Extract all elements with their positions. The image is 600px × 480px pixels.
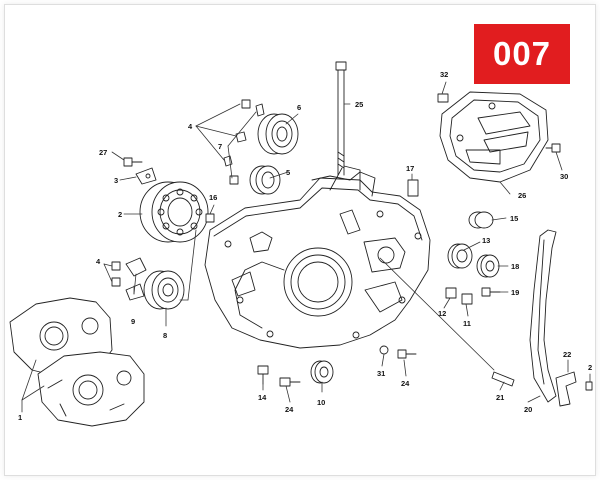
callout-6: 6 <box>297 103 301 112</box>
cover-26 <box>439 91 549 183</box>
callout-5: 5 <box>286 168 290 177</box>
callout-17: 17 <box>406 164 414 173</box>
leader-lines <box>21 81 591 413</box>
callout-12: 12 <box>438 309 446 318</box>
bearing-8 <box>143 270 185 310</box>
stud-25 <box>335 61 347 176</box>
callout-1: 1 <box>18 413 22 422</box>
bearing-6 <box>257 113 299 155</box>
callout-4-left: 4 <box>96 257 101 266</box>
seals <box>447 243 500 278</box>
callout-11: 11 <box>463 319 471 328</box>
bracket-22 <box>555 371 577 407</box>
bearing-5 <box>249 165 281 195</box>
page-border <box>4 4 596 476</box>
crankcase-half <box>204 165 431 349</box>
callout-14: 14 <box>258 393 267 402</box>
callout-7: 7 <box>218 142 222 151</box>
callout-3: 3 <box>114 176 118 185</box>
bearing-2 <box>139 181 209 243</box>
callout-24-right: 24 <box>401 379 410 388</box>
callout-20: 20 <box>524 405 532 414</box>
callout-8: 8 <box>163 331 167 340</box>
callout-24-left: 24 <box>285 405 294 414</box>
callout-2-right: 2 <box>588 363 592 372</box>
callout-16: 16 <box>209 193 217 202</box>
callout-31: 31 <box>377 369 385 378</box>
screws <box>111 93 593 391</box>
callout-9: 9 <box>131 317 135 326</box>
bearing-10 <box>310 360 334 384</box>
diagram-number-badge: 007 <box>474 24 570 84</box>
callout-13: 13 <box>482 236 490 245</box>
callout-18: 18 <box>511 262 519 271</box>
chain-guide-20 <box>529 229 557 403</box>
callout-2: 2 <box>118 210 122 219</box>
callout-30: 30 <box>560 172 568 181</box>
callout-15: 15 <box>510 214 518 223</box>
callout-25: 25 <box>355 100 363 109</box>
callout-27: 27 <box>99 148 107 157</box>
callout-labels: 1 2 3 4 4 5 6 7 8 9 10 11 12 13 14 15 16… <box>18 70 592 422</box>
callout-22: 22 <box>563 350 571 359</box>
callout-32: 32 <box>440 70 448 79</box>
callout-21: 21 <box>496 393 504 402</box>
crankcase-assembly-inset <box>9 297 145 427</box>
callout-19: 19 <box>511 288 519 297</box>
callout-26: 26 <box>518 191 526 200</box>
callout-4-top: 4 <box>188 122 193 131</box>
callout-10: 10 <box>317 398 325 407</box>
